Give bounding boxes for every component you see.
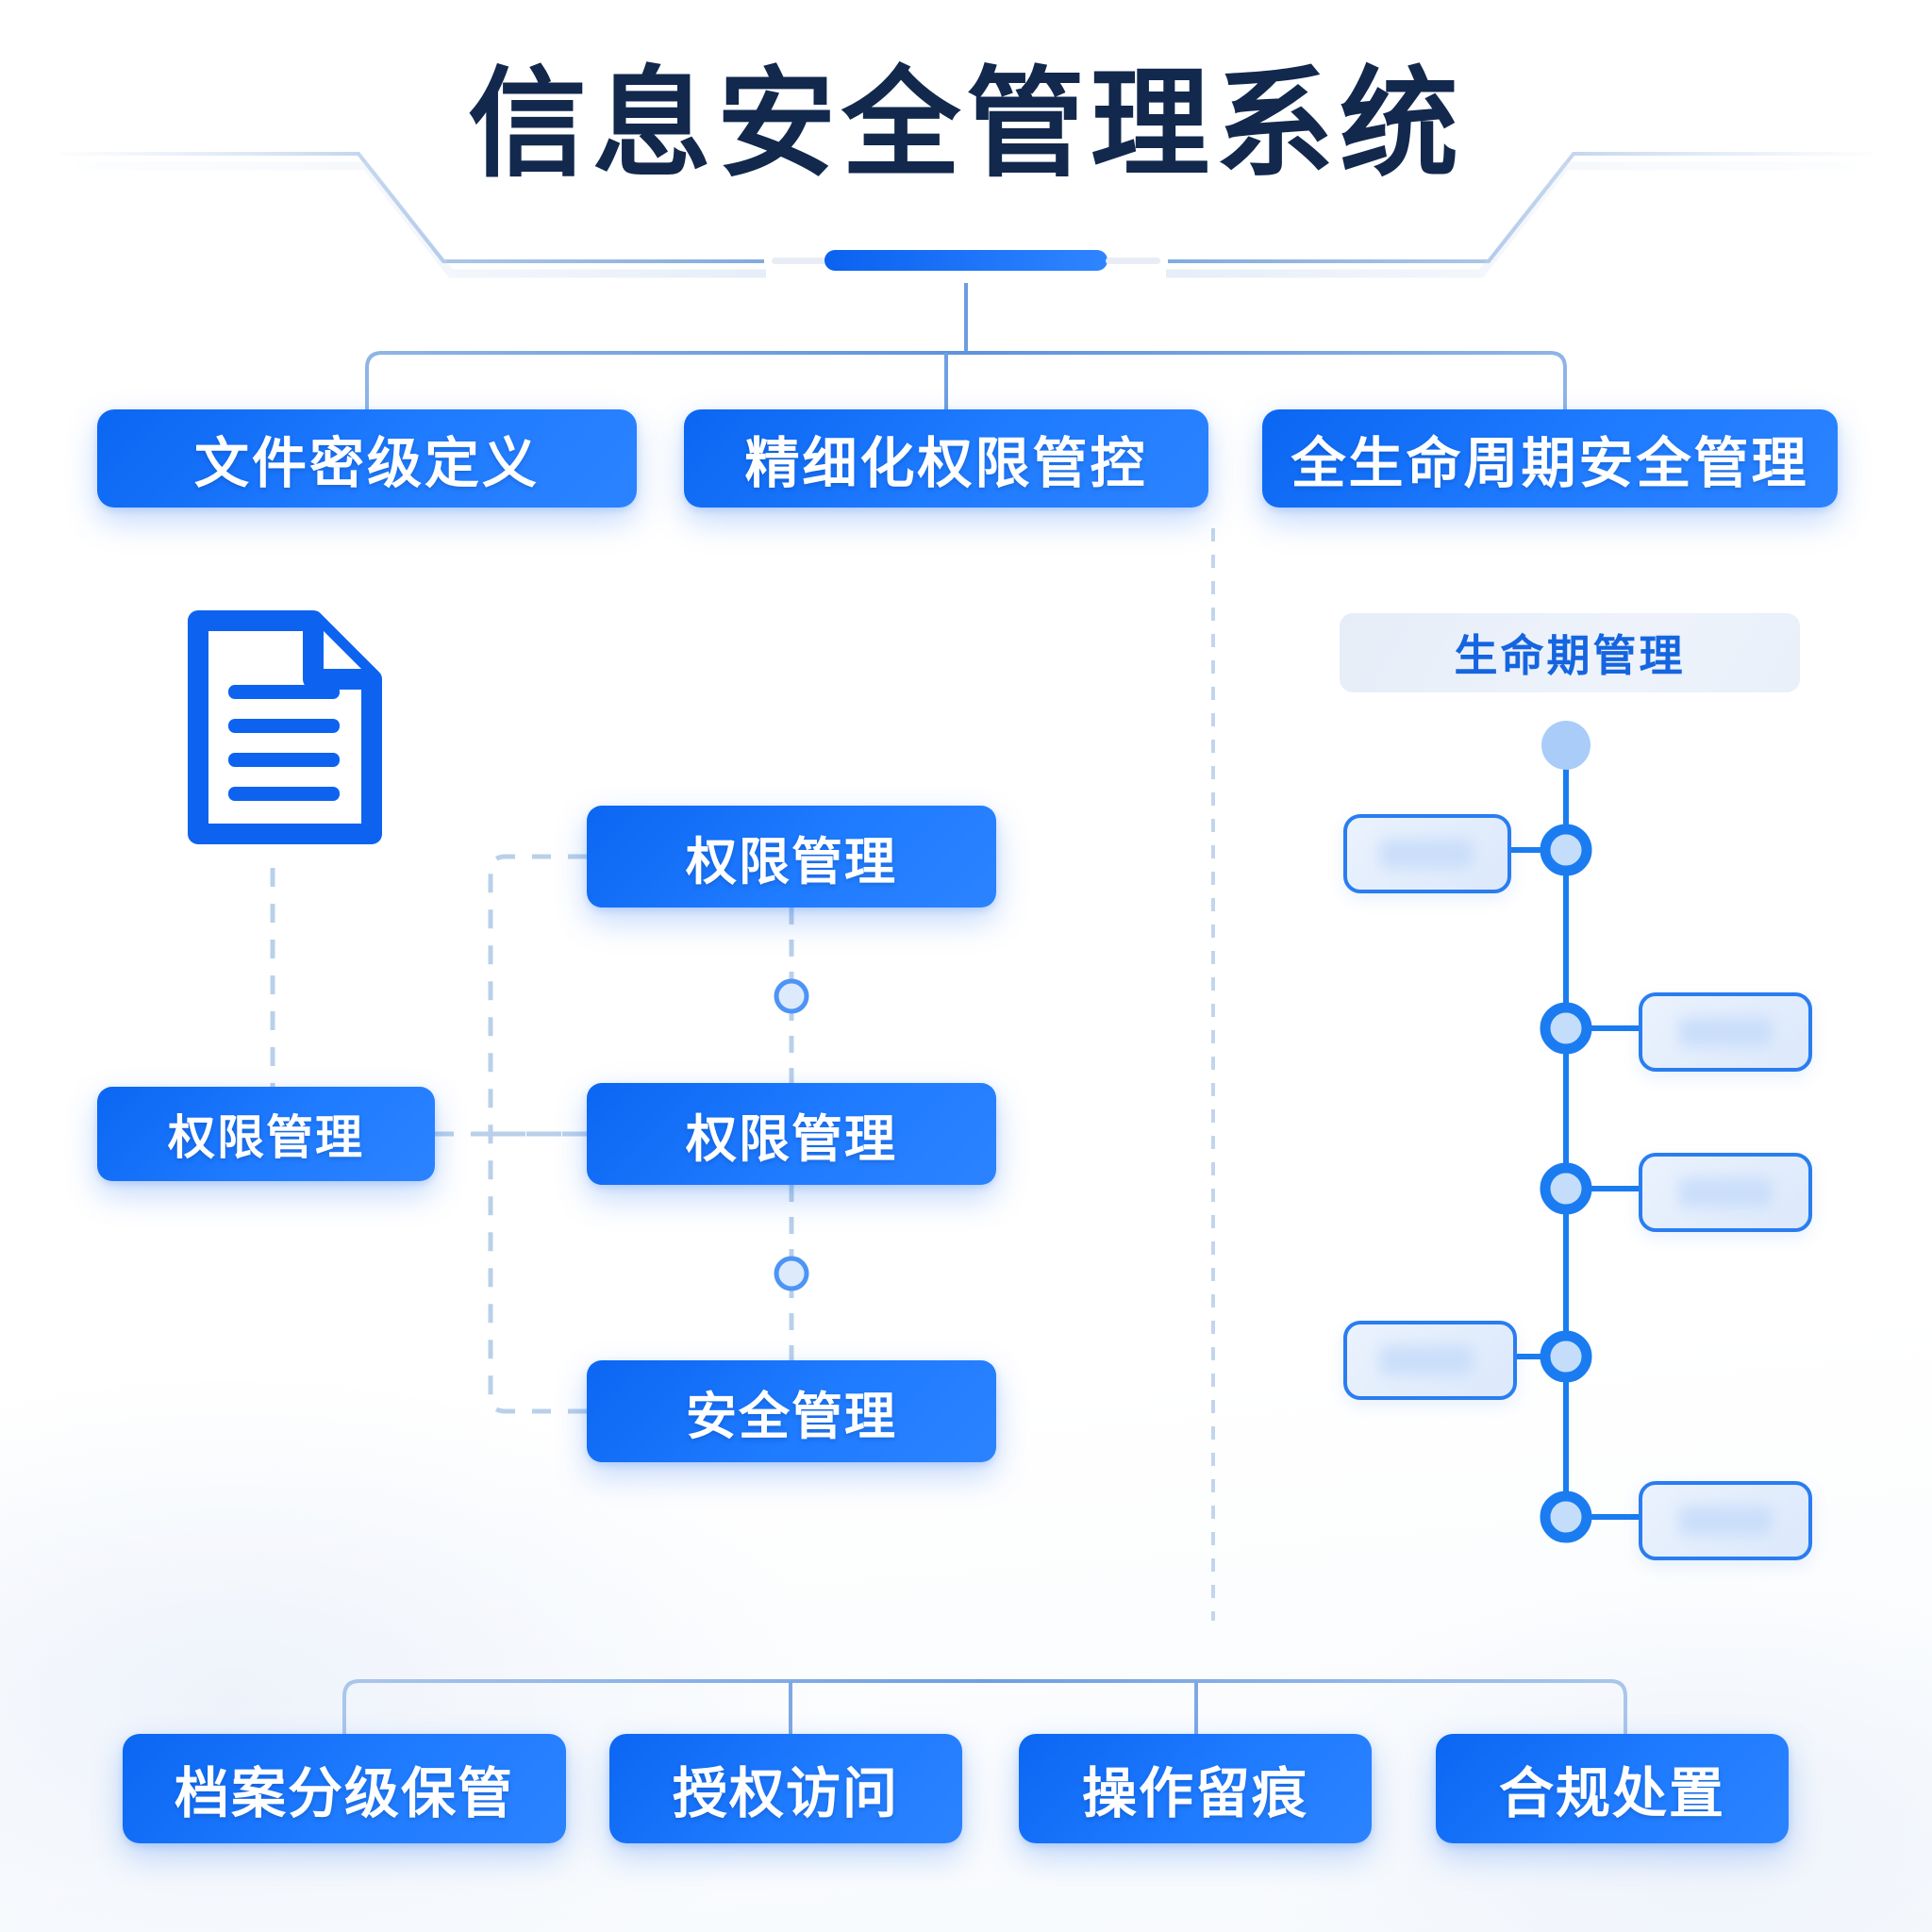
lifecycle-card-4[interactable] (1343, 1321, 1517, 1400)
tier3-label: 合规处置 (1498, 1763, 1725, 1824)
mid-box-permission-management-2[interactable]: 权限管理 (587, 1083, 996, 1185)
lifecycle-card-3[interactable] (1639, 1153, 1812, 1232)
lifecycle-card-placeholder (1678, 1177, 1773, 1208)
mid-box-label: 权限管理 (686, 1110, 897, 1168)
tier3-label: 操作留痕 (1081, 1763, 1308, 1824)
document-icon-extra-line (228, 685, 340, 699)
document-lines-icon (188, 610, 382, 844)
tier1-box-lifecycle-security[interactable]: 全生命周期安全管理 (1262, 409, 1838, 508)
lifecycle-header-label: 生命期管理 (1454, 631, 1686, 680)
tier3-box-authorized-access[interactable]: 授权访问 (609, 1734, 962, 1843)
title-underline-ext-right (1106, 258, 1160, 264)
left-box-permission-management[interactable]: 权限管理 (97, 1087, 435, 1181)
tier1-label: 文件密级定义 (193, 433, 540, 494)
mid-box-label: 安全管理 (686, 1388, 897, 1445)
title-underline (824, 250, 1108, 271)
lifecycle-card-placeholder (1678, 1017, 1773, 1047)
lifecycle-header: 生命期管理 (1340, 613, 1800, 692)
tier1-box-file-classification[interactable]: 文件密级定义 (97, 409, 637, 508)
tier3-label: 授权访问 (672, 1763, 899, 1824)
lifecycle-card-2[interactable] (1639, 992, 1812, 1072)
mid-box-label: 权限管理 (686, 833, 897, 891)
tier1-label: 全生命周期安全管理 (1291, 433, 1809, 494)
mid-box-permission-management-1[interactable]: 权限管理 (587, 806, 996, 908)
tier1-label: 精细化权限管控 (744, 433, 1148, 494)
tier1-box-permission-control[interactable]: 精细化权限管控 (684, 409, 1208, 508)
tier3-box-compliant-disposal[interactable]: 合规处置 (1436, 1734, 1789, 1843)
left-box-label: 权限管理 (168, 1111, 364, 1164)
lifecycle-card-1[interactable] (1343, 814, 1511, 893)
lifecycle-card-placeholder (1678, 1506, 1773, 1536)
page-title: 信息安全管理系统 (468, 58, 1464, 191)
lifecycle-card-placeholder (1379, 839, 1474, 869)
tier3-box-operation-trace[interactable]: 操作留痕 (1019, 1734, 1372, 1843)
tier3-box-archive-classified-storage[interactable]: 档案分级保管 (123, 1734, 566, 1843)
lifecycle-card-5[interactable] (1639, 1481, 1812, 1560)
tier3-label: 档案分级保管 (174, 1763, 514, 1824)
title-underline-ext-left (772, 258, 826, 264)
lifecycle-card-placeholder (1379, 1345, 1474, 1375)
mid-box-security-management[interactable]: 安全管理 (587, 1360, 996, 1462)
